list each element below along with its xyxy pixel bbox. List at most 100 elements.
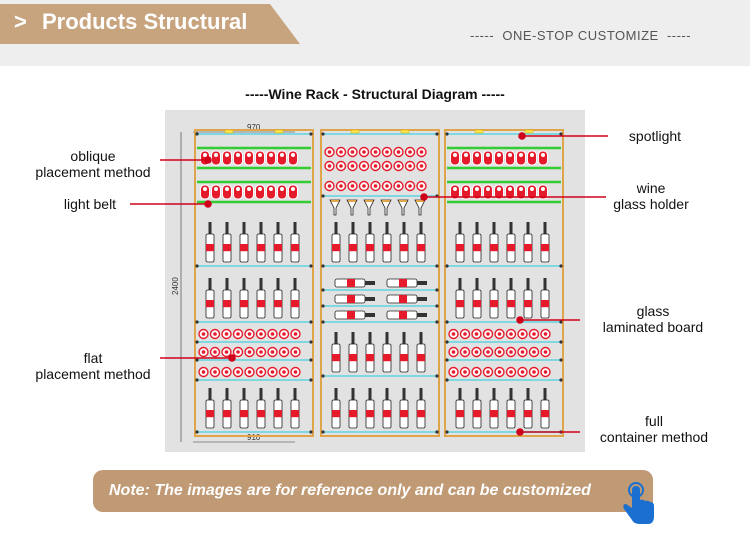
callout-light-belt-text: light belt	[63, 196, 117, 212]
callout-flat-text: flat placement method	[35, 350, 151, 382]
lying-bottle-neck	[417, 313, 427, 317]
shelf-peg	[321, 132, 325, 136]
bottle-end-center	[201, 332, 206, 336]
bottle-end-center	[270, 370, 275, 374]
bottle-neck	[351, 332, 355, 344]
bottle-neck	[492, 222, 496, 234]
glass-holder-rail	[348, 200, 356, 202]
bottle-end-center	[373, 164, 378, 168]
shelf-peg	[309, 132, 313, 136]
shelf-peg	[321, 264, 325, 268]
shelf-peg	[435, 264, 439, 268]
oblique-bottle	[277, 184, 287, 200]
oblique-bottle-cap	[214, 153, 218, 157]
oblique-bottle-cap	[258, 187, 262, 191]
spotlight	[400, 129, 410, 134]
oblique-bottle	[516, 184, 526, 200]
bottle-end-center	[543, 370, 548, 374]
bottle-end-center	[497, 350, 502, 354]
shelf-peg	[435, 194, 439, 198]
oblique-bottle-cap	[508, 187, 512, 191]
bottle-label	[541, 300, 549, 308]
lying-bottle-label	[347, 279, 355, 287]
wine-glass	[363, 199, 375, 216]
oblique-bottle-cap	[453, 153, 457, 157]
wine-rack-drawing: 970 910 2400	[171, 123, 564, 443]
oblique-bottle	[505, 150, 515, 166]
bottle-end-center	[451, 350, 456, 354]
bottle-label	[332, 410, 340, 418]
bottle-end-center	[327, 184, 332, 188]
bottle-label	[240, 244, 248, 252]
bottle-end-center	[497, 332, 502, 336]
bottle-end-center	[362, 150, 366, 154]
bottle-neck	[351, 388, 355, 400]
bottle-neck	[402, 388, 406, 400]
bottle-label	[383, 354, 391, 362]
spotlight	[274, 129, 284, 134]
oblique-bottle-cap	[247, 187, 251, 191]
shelf-peg	[309, 358, 313, 362]
shelf-peg	[435, 430, 439, 434]
glass-holder-rail	[416, 200, 424, 202]
dim-bottom: 910	[247, 433, 261, 442]
oblique-bottle	[450, 150, 460, 166]
glass-holder-rail	[382, 200, 390, 202]
bottle-end-center	[396, 150, 401, 154]
bottle-end-center	[201, 370, 206, 374]
bottle-label	[206, 244, 214, 252]
bottle-end-center	[282, 370, 286, 374]
bottle-neck	[334, 332, 338, 344]
bottle-neck	[276, 278, 280, 290]
lying-bottle-neck	[365, 281, 375, 285]
oblique-bottle-cap	[530, 153, 534, 157]
bottle-end-center	[497, 370, 502, 374]
bottle-neck	[475, 278, 479, 290]
slogan: ----- ONE-STOP CUSTOMIZE -----	[470, 28, 692, 43]
lying-bottle-label	[399, 279, 407, 287]
bottle-neck	[242, 222, 246, 234]
bottle-label	[383, 244, 391, 252]
shelf-peg	[559, 264, 563, 268]
callout-full-container-text: full container method	[599, 413, 709, 445]
bottle-end-center	[532, 370, 536, 374]
pointing-hand-icon	[616, 482, 662, 528]
callout-light-belt: light belt	[40, 196, 140, 212]
rack-column-frame	[320, 129, 440, 437]
bottle-label	[366, 410, 374, 418]
bottle-end-center	[259, 350, 263, 354]
bottle-neck	[475, 388, 479, 400]
bottle-neck	[526, 388, 530, 400]
lying-bottle-neck	[417, 281, 427, 285]
bottle-neck	[458, 388, 462, 400]
bottle-end-center	[520, 370, 525, 374]
bottle-end-center	[486, 332, 490, 336]
bottle-label	[541, 410, 549, 418]
shelf-peg	[195, 264, 199, 268]
bottle-end-center	[463, 350, 467, 354]
bottle-neck	[293, 388, 297, 400]
bottle-neck	[293, 278, 297, 290]
bottle-label	[524, 244, 532, 252]
bottle-end-center	[509, 350, 513, 354]
bottle-neck	[492, 278, 496, 290]
oblique-bottle-cap	[519, 187, 523, 191]
bottle-label	[274, 410, 282, 418]
bottle-label	[507, 410, 515, 418]
oblique-bottle	[222, 184, 232, 200]
bottle-label	[366, 244, 374, 252]
oblique-bottle	[200, 184, 210, 200]
bottle-label	[417, 354, 425, 362]
oblique-bottle	[288, 150, 298, 166]
lying-bottle-neck	[417, 297, 427, 301]
bottle-label	[332, 354, 340, 362]
oblique-bottle-cap	[269, 187, 273, 191]
bottle-label	[473, 244, 481, 252]
oblique-bottle	[527, 184, 537, 200]
oblique-bottle-cap	[486, 153, 490, 157]
bottle-end-center	[327, 150, 332, 154]
bottle-neck	[225, 388, 229, 400]
bottle-label	[524, 300, 532, 308]
oblique-bottle-cap	[464, 187, 468, 191]
bottle-end-center	[385, 184, 389, 188]
